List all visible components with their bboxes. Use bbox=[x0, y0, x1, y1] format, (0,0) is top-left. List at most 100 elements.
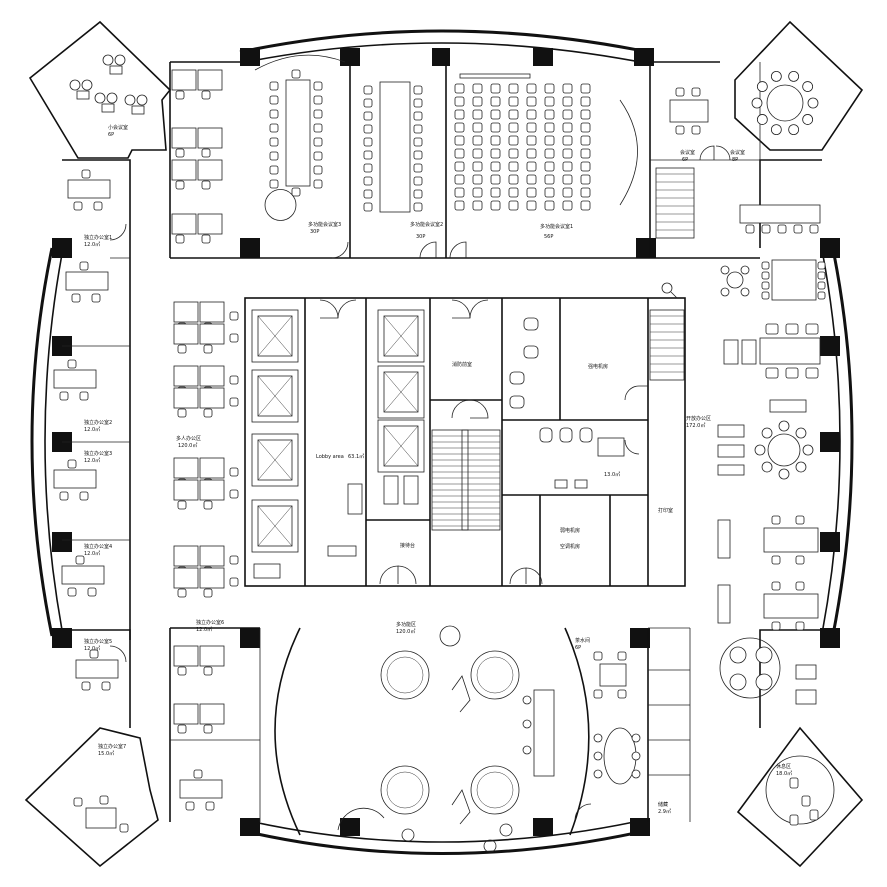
chair bbox=[490, 135, 501, 146]
chair bbox=[562, 200, 573, 211]
elevator-room-label: 强电机房 bbox=[588, 363, 608, 370]
round-table-inner bbox=[476, 771, 514, 809]
chair bbox=[526, 200, 537, 211]
chair bbox=[67, 459, 77, 469]
chair bbox=[454, 135, 465, 146]
chair bbox=[778, 468, 790, 480]
desk bbox=[173, 301, 199, 323]
chair bbox=[203, 588, 213, 598]
chair bbox=[490, 200, 501, 211]
chair bbox=[508, 200, 519, 211]
sink bbox=[554, 479, 568, 489]
chair bbox=[562, 83, 573, 94]
desk bbox=[459, 73, 531, 79]
zigzag-divider bbox=[451, 789, 471, 825]
stair-outline bbox=[655, 167, 695, 239]
desk bbox=[717, 519, 731, 559]
chair bbox=[291, 69, 301, 79]
chair bbox=[269, 109, 279, 119]
desk bbox=[383, 475, 399, 505]
chair bbox=[269, 123, 279, 133]
chair bbox=[472, 174, 483, 185]
chair bbox=[363, 176, 373, 186]
curved-bench bbox=[337, 807, 385, 831]
chair bbox=[201, 90, 211, 100]
desk bbox=[173, 703, 199, 725]
open-office-right-label: 开放办公区 bbox=[686, 415, 711, 422]
chair bbox=[526, 96, 537, 107]
chair bbox=[544, 122, 555, 133]
chair bbox=[99, 795, 109, 805]
chair bbox=[177, 500, 187, 510]
desk bbox=[173, 323, 199, 345]
chair bbox=[795, 555, 805, 565]
chair bbox=[79, 491, 89, 501]
chair bbox=[778, 420, 790, 432]
search-icon bbox=[661, 282, 678, 299]
wc bbox=[509, 371, 525, 385]
chair bbox=[817, 281, 826, 290]
desk bbox=[173, 457, 199, 479]
desk bbox=[759, 337, 821, 365]
desk bbox=[197, 69, 223, 91]
desk bbox=[771, 259, 817, 301]
desk bbox=[285, 79, 311, 187]
desk bbox=[199, 545, 225, 567]
reception-desk bbox=[327, 545, 357, 557]
chair bbox=[67, 359, 77, 369]
chair bbox=[580, 161, 591, 172]
chair bbox=[203, 408, 213, 418]
elevator-inner bbox=[257, 375, 293, 417]
manager-5-label: 独立办公室5 bbox=[84, 638, 112, 645]
chair bbox=[269, 151, 279, 161]
chair bbox=[472, 135, 483, 146]
lounge-label: 休息区 bbox=[776, 763, 791, 770]
chair bbox=[193, 769, 203, 779]
chair bbox=[777, 224, 787, 234]
desk bbox=[171, 127, 197, 149]
chair bbox=[454, 122, 465, 133]
manager-3-label: 独立办公室3 bbox=[84, 450, 112, 457]
chair bbox=[675, 125, 685, 135]
chair bbox=[755, 646, 773, 664]
desk bbox=[741, 339, 757, 365]
chair bbox=[472, 200, 483, 211]
elevator-car bbox=[251, 433, 299, 487]
round-table-inner bbox=[386, 771, 424, 809]
chair bbox=[101, 681, 111, 691]
chair bbox=[454, 148, 465, 159]
chair bbox=[490, 109, 501, 120]
manager-5-area: 12.0㎡ bbox=[84, 645, 100, 652]
chair bbox=[269, 165, 279, 175]
lounge-area: 18.0㎡ bbox=[776, 770, 792, 777]
desk bbox=[379, 81, 411, 213]
chair bbox=[472, 109, 483, 120]
desk bbox=[717, 424, 745, 438]
desk bbox=[599, 663, 627, 687]
desk bbox=[171, 69, 197, 91]
print-room-label: 打印室 bbox=[658, 507, 673, 514]
chair bbox=[177, 666, 187, 676]
chair bbox=[363, 189, 373, 199]
chair bbox=[789, 814, 799, 826]
chair bbox=[413, 124, 423, 134]
chair bbox=[522, 695, 532, 705]
chair bbox=[770, 124, 782, 136]
lounge-round bbox=[719, 637, 781, 699]
chair bbox=[562, 148, 573, 159]
chair bbox=[526, 148, 537, 159]
chair bbox=[363, 163, 373, 173]
desk bbox=[65, 271, 109, 291]
chair bbox=[802, 81, 814, 92]
chair bbox=[526, 109, 537, 120]
chair bbox=[413, 85, 423, 95]
chair bbox=[508, 109, 519, 120]
meeting-round-size: 8P bbox=[732, 157, 738, 163]
desk bbox=[739, 204, 821, 224]
chair bbox=[93, 201, 103, 211]
chair bbox=[79, 261, 89, 271]
wc bbox=[579, 427, 593, 443]
elevator-car bbox=[251, 499, 299, 553]
wc bbox=[523, 317, 539, 331]
